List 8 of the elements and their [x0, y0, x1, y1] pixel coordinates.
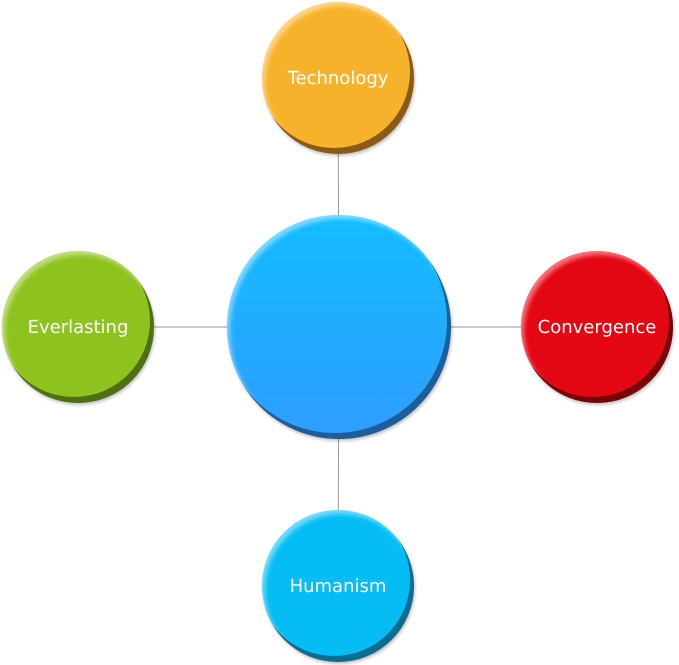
node-label: Everlasting [28, 316, 128, 338]
node-label: Humanism [290, 576, 386, 596]
connector-line [154, 326, 228, 328]
connector-line [450, 326, 522, 328]
connector-line [338, 154, 340, 216]
node-label: Technology [288, 68, 388, 88]
connector-line [338, 438, 340, 510]
node-label: Convergence [538, 316, 656, 338]
